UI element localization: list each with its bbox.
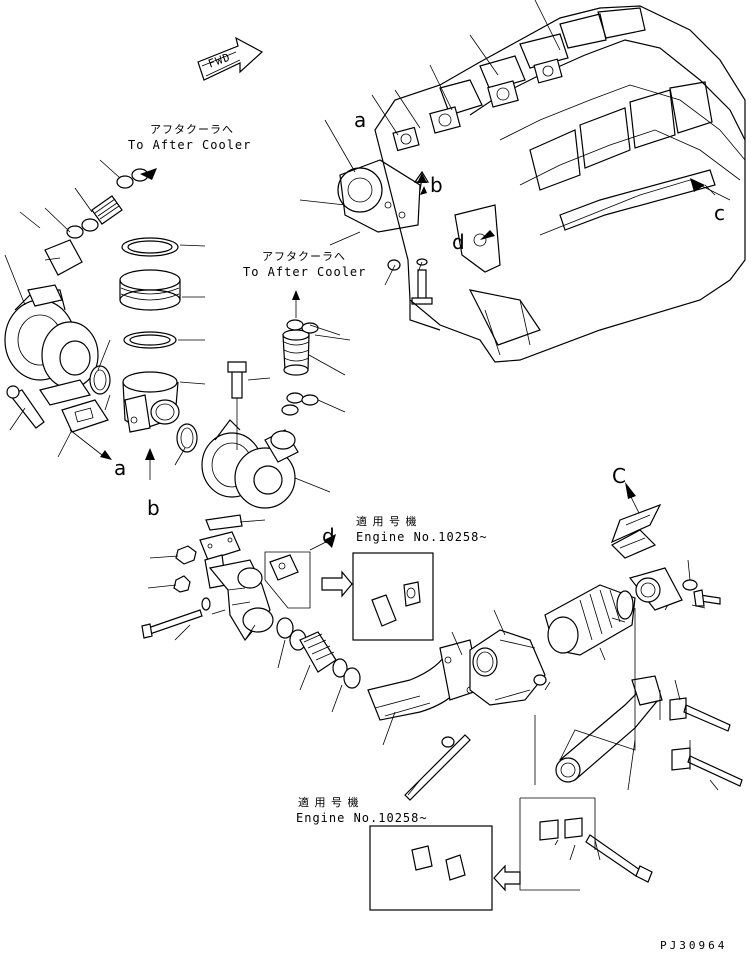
applicable-box-1	[264, 534, 434, 641]
right-turbo-assembly	[201, 319, 319, 531]
after-cooler-label-1-en: To After Cooler	[128, 138, 252, 152]
engine-block	[337, 5, 746, 363]
right-turbo-leader-lines	[239, 290, 351, 523]
applicable-label-1-en: Engine No.10258~	[356, 530, 488, 544]
ref-c-top: c	[714, 201, 725, 225]
left-turbo-assembly	[4, 168, 198, 453]
after-cooler-label-2-en: To After Cooler	[243, 265, 367, 279]
applicable-box-2	[369, 825, 521, 911]
applicable-label-2-en: Engine No.10258~	[296, 811, 428, 825]
ref-b-top: b	[430, 173, 443, 197]
applicable-label-2-jp: 適 用 号 機	[298, 796, 360, 809]
c-arrow-icon	[610, 482, 662, 544]
applicable-label-1-jp: 適 用 号 機	[356, 515, 418, 528]
ref-a-left: a	[114, 456, 127, 480]
ref-a-top: a	[354, 108, 367, 132]
engine-leader-lines	[299, 0, 716, 286]
ref-d-top: d	[452, 230, 465, 254]
after-cooler-label-1-jp: アフタクーラへ	[150, 123, 234, 136]
exhaust-pipe-assembly	[141, 529, 743, 883]
ref-b-left: b	[147, 496, 160, 520]
exhaust-leader-lines	[147, 555, 719, 891]
fwd-arrow-icon	[197, 36, 264, 81]
ref-c-mid: C	[612, 464, 626, 488]
ref-d-mid: d	[322, 524, 335, 548]
after-cooler-label-2-jp: アフタクーラへ	[262, 250, 346, 263]
left-turbo-leader-lines	[4, 159, 206, 480]
drawing-code: PJ30964	[660, 939, 728, 952]
